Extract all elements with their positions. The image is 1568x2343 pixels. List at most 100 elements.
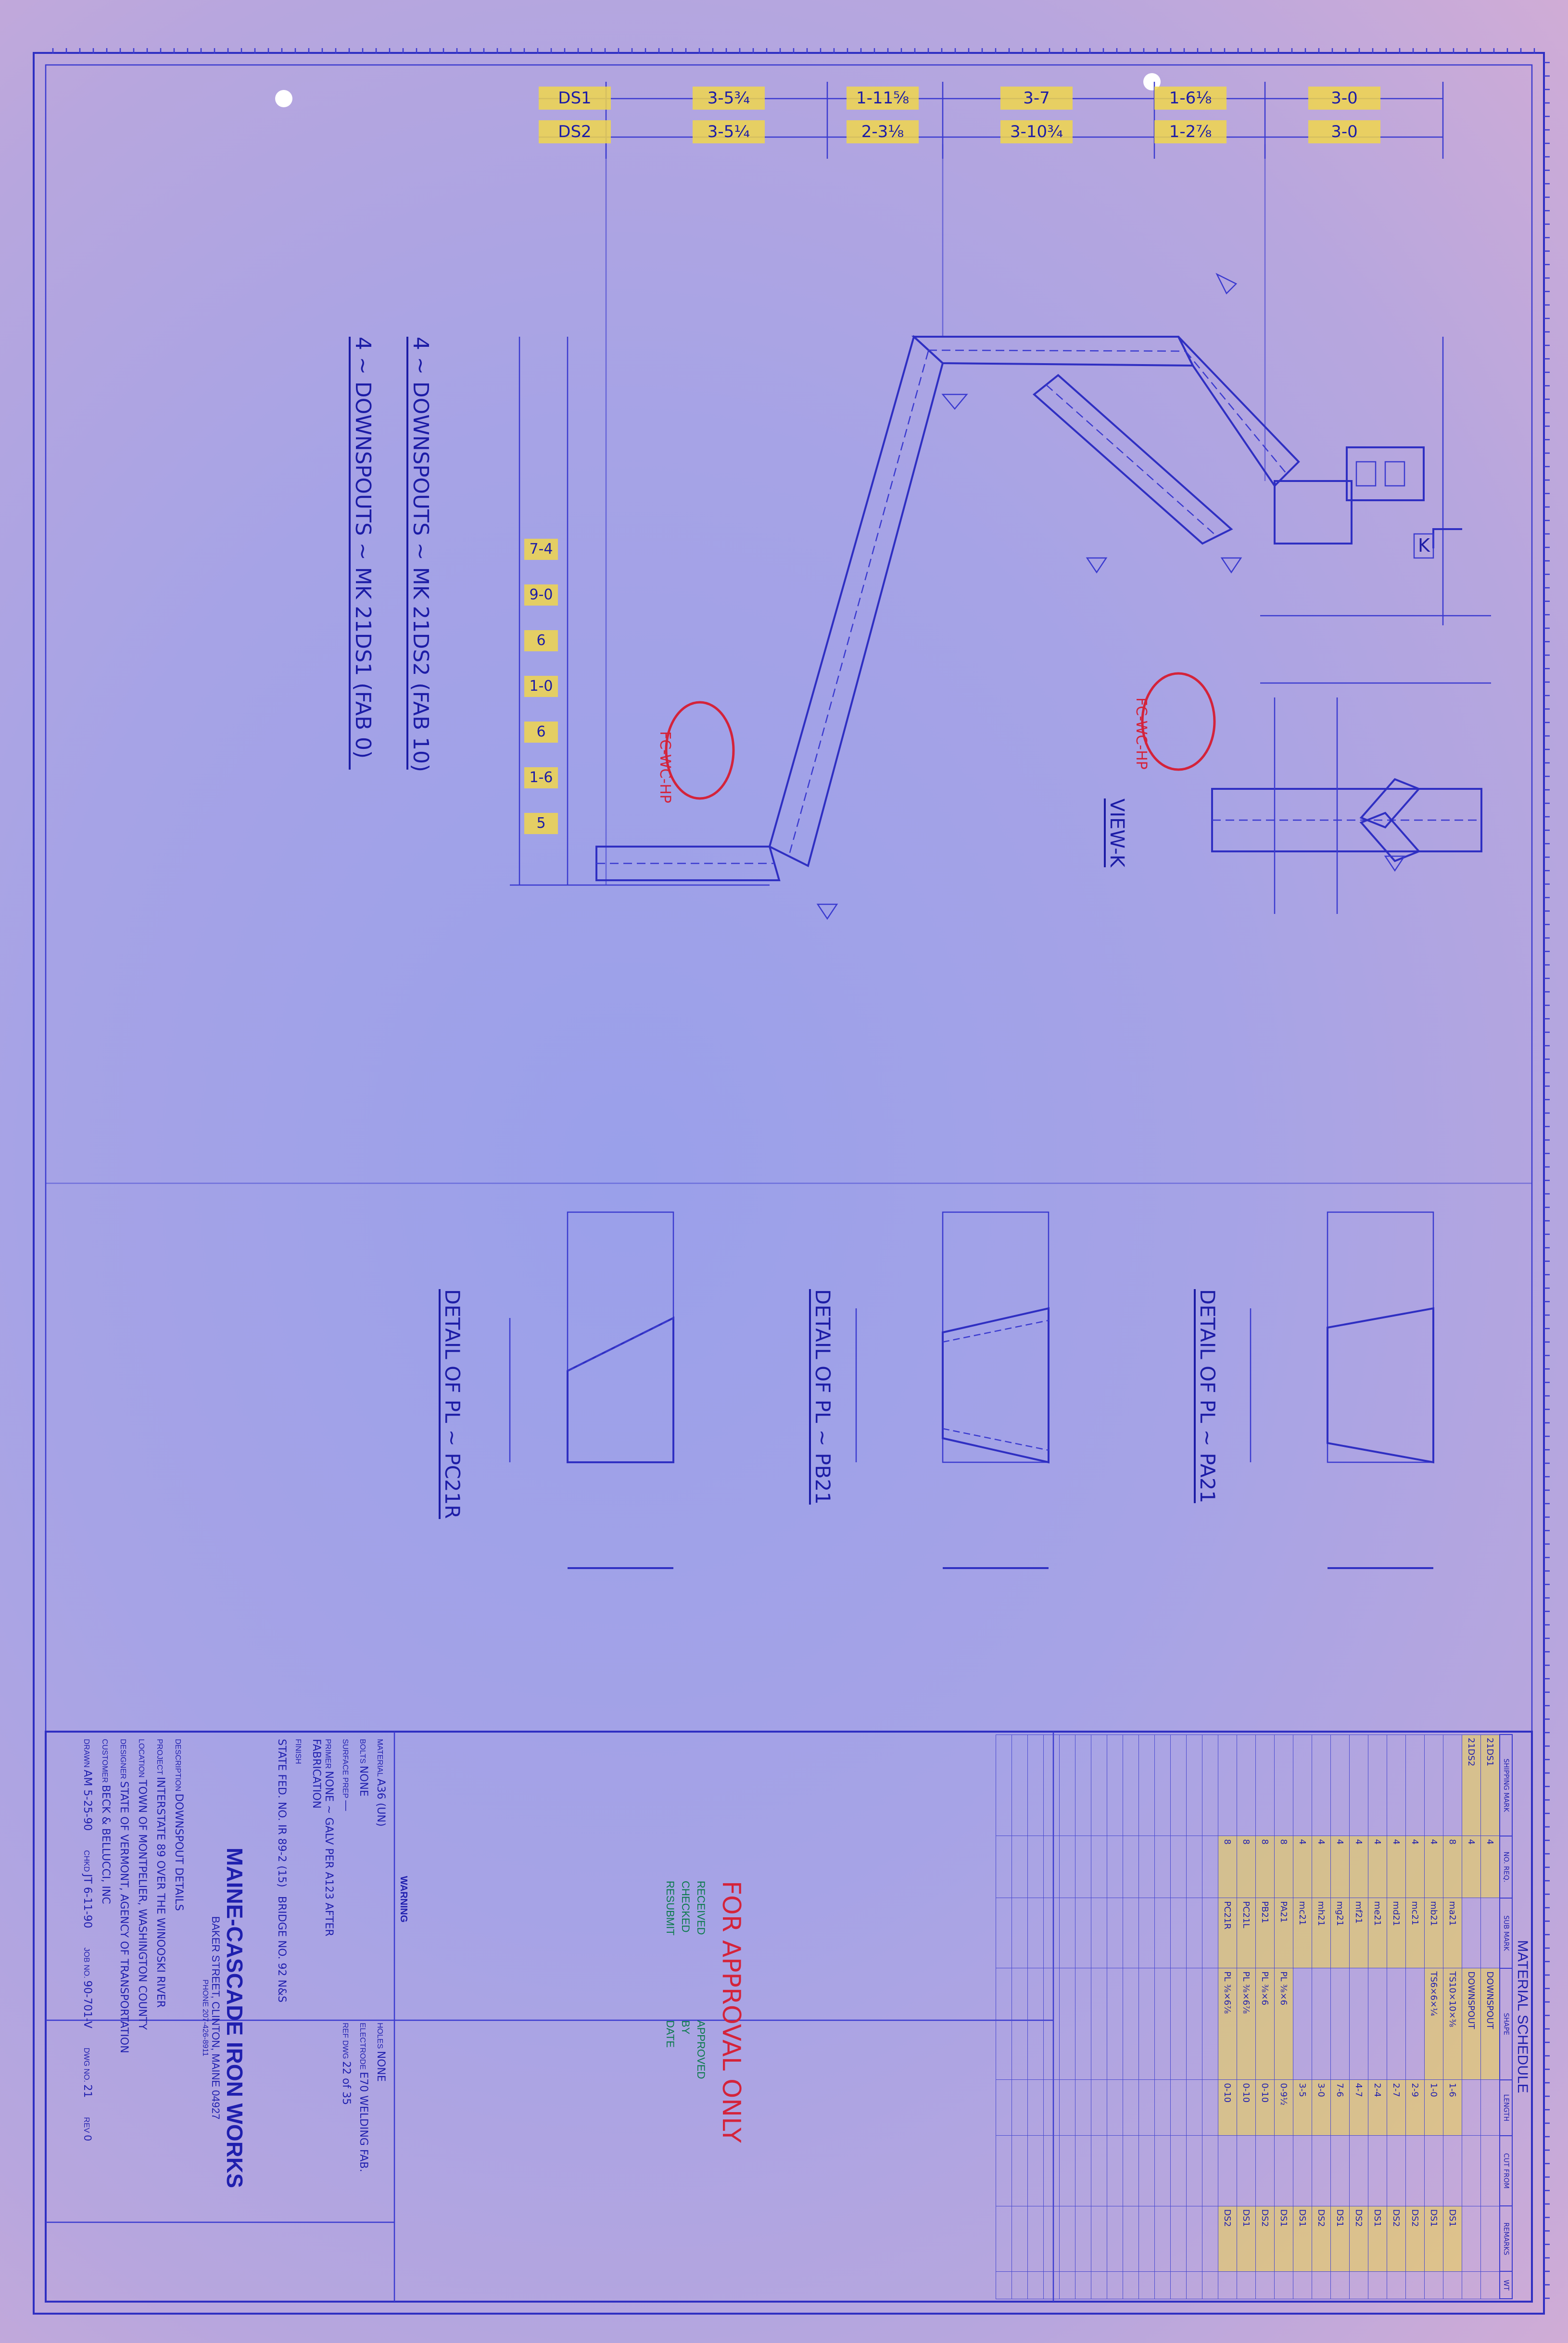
schedule-cell	[1387, 2135, 1406, 2206]
dimension-label: 6	[524, 630, 558, 651]
schedule-cell	[1274, 1735, 1293, 1836]
schedule-row-empty	[1091, 1735, 1107, 2299]
schedule-cell: 4-7	[1349, 2079, 1368, 2136]
field-designer: DESIGNER STATE OF VERMONT, AGENCY OF TRA…	[118, 1739, 130, 2053]
field-job-row: DRAWN AM 5-25-90 CHKD JT 6-11-90 JOB NO.…	[81, 1739, 94, 2141]
schedule-cell	[1368, 2271, 1387, 2299]
schedule-cell	[1312, 1735, 1331, 1836]
ref-label-1: FC-WC-HP	[657, 731, 673, 803]
dimension-label: 9-0	[524, 584, 558, 606]
schedule-cell: 4	[1293, 1836, 1312, 1898]
schedule-cell: DS2	[1218, 2206, 1237, 2272]
detail-title-pc21r: DETAIL OF PL ~ PC21R	[439, 1289, 464, 1519]
schedule-cell: DS1	[1443, 2206, 1462, 2272]
schedule-column-header: CUT FROM	[1500, 2135, 1512, 2206]
schedule-row-empty	[1043, 1735, 1060, 2299]
schedule-cell	[1480, 1898, 1500, 1968]
schedule-cell: PA21	[1274, 1898, 1293, 1968]
schedule-column-header: SUB MARK	[1500, 1898, 1512, 1968]
schedule-cell	[1293, 1968, 1312, 2080]
schedule-row-empty	[1138, 1735, 1155, 2299]
schedule-cell	[1218, 1735, 1237, 1836]
schedule-cell: PC21R	[1218, 1898, 1237, 1968]
schedule-cell	[1368, 2135, 1387, 2206]
schedule-row-empty	[996, 1735, 1012, 2299]
warning-label: WARNING	[398, 1876, 409, 1923]
schedule-cell: mh21	[1312, 1898, 1331, 1968]
schedule-row-empty	[1027, 1735, 1044, 2299]
schedule-cell: DS2	[1349, 2206, 1368, 2272]
schedule-cell	[1237, 1735, 1256, 1836]
schedule-row-empty	[1170, 1735, 1187, 2299]
schedule-cell: 3-5	[1293, 2079, 1312, 2136]
dimension-label: 1-11⅝	[847, 87, 919, 110]
schedule-cell	[1480, 2079, 1500, 2136]
field-bolts: BOLTS NONE	[357, 1739, 369, 1797]
schedule-column-header: LENGTH	[1500, 2079, 1512, 2136]
note-downspouts-ds1: 4 ~ DOWNSPOUTS ~ MK 21DS1 (FAB 0)	[349, 337, 375, 770]
schedule-cell: 1-6	[1443, 2079, 1462, 2136]
schedule-cell	[1405, 2271, 1425, 2299]
field-material: MATERIAL A36 (UN)	[375, 1739, 387, 1827]
schedule-cell	[1255, 2135, 1275, 2206]
schedule-cell	[1255, 2271, 1275, 2299]
schedule-column-header: REMARKS	[1500, 2206, 1512, 2272]
edge-ticks	[52, 48, 1550, 2299]
schedule-cell	[1330, 1735, 1350, 1836]
schedule-cell	[1368, 1968, 1387, 2080]
schedule-cell	[1405, 1735, 1425, 1836]
schedule-cell	[1424, 1735, 1443, 1836]
schedule-cell	[1424, 2135, 1443, 2206]
schedule-cell	[1462, 2079, 1481, 2136]
schedule-cell	[1387, 2271, 1406, 2299]
schedule-cell	[1349, 1735, 1368, 1836]
field-primer: PRIMER NONE ~ GALV PER A123 AFTER FABRIC…	[310, 1739, 335, 1937]
schedule-cell	[1443, 1735, 1462, 1836]
dimension-label: 3-0	[1308, 87, 1380, 110]
schedule-cell: mg21	[1330, 1898, 1350, 1968]
schedule-cell: 8	[1218, 1836, 1237, 1898]
schedule-cell: DS1	[1274, 2206, 1293, 2272]
schedule-cell: mf21	[1349, 1898, 1368, 1968]
schedule-cell	[1349, 2135, 1368, 2206]
field-customer: CUSTOMER BECK & BELLUCCI, INC	[100, 1739, 112, 1904]
schedule-cell: 1-0	[1424, 2079, 1443, 2136]
stamp-checked: CHECKED	[680, 1881, 692, 1933]
schedule-cell	[1293, 1735, 1312, 1836]
schedule-cell	[1387, 1968, 1406, 2080]
plate-details	[509, 1211, 1434, 1569]
schedule-column-header: WT	[1500, 2271, 1512, 2299]
dimension-label: 1-2⅞	[1154, 120, 1227, 143]
dimension-label: DS1	[539, 87, 611, 110]
ref-label-2: FC-WC-HP	[1133, 697, 1150, 770]
schedule-cell: 8	[1255, 1836, 1275, 1898]
dimension-label: 3-5¼	[693, 120, 765, 143]
view-k-marker: K	[1418, 535, 1430, 556]
detail-title-pb21: DETAIL OF PL ~ PB21	[809, 1289, 835, 1505]
field-holes: HOLES NONE	[375, 2023, 387, 2082]
schedule-cell: 8	[1237, 1836, 1256, 1898]
schedule-row-empty	[1202, 1735, 1218, 2299]
schedule-row-empty	[1075, 1735, 1091, 2299]
schedule-cell: PL ⅜×6⅞	[1237, 1968, 1256, 2080]
schedule-cell: 0-10	[1255, 2079, 1275, 2136]
schedule-cell: 4	[1330, 1836, 1350, 1898]
schedule-cell	[1293, 2135, 1312, 2206]
revision-cloud	[1141, 672, 1216, 771]
schedule-column-header: SHIPPING MARK	[1500, 1735, 1512, 1836]
schedule-cell: mc21	[1293, 1898, 1312, 1968]
schedule-cell	[1368, 1735, 1387, 1836]
schedule-cell: md21	[1387, 1898, 1406, 1968]
schedule-cell	[1312, 1968, 1331, 2080]
schedule-cell: DS1	[1368, 2206, 1387, 2272]
title-block-text: MATERIAL A36 (UN) BOLTS NONE SURFACE PRE…	[46, 1734, 392, 2302]
